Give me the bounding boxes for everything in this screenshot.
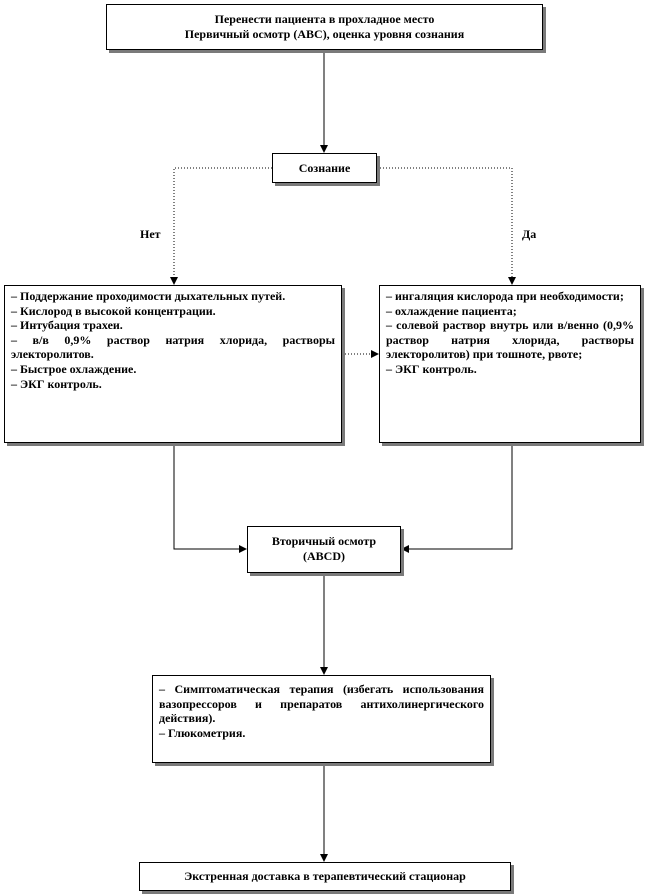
start-box: Перенести пациента в прохладное место Пе…	[106, 4, 543, 50]
list-item: – охлаждение пациента;	[386, 303, 517, 318]
therapy-box: – Симптоматическая терапия (избегать исп…	[152, 675, 491, 763]
list-item: – Кислород в высокой концентрации.	[11, 303, 216, 318]
arrow-consciousness-to-yes	[377, 167, 516, 285]
delivery-label: Экстренная доставка в терапевтический ст…	[184, 869, 466, 883]
list-item: – Симптоматическая терапия (избегать исп…	[159, 682, 484, 726]
delivery-box: Экстренная доставка в терапевтический ст…	[139, 862, 511, 891]
branch-no-label: Нет	[140, 227, 161, 241]
list-item: – солевой раствор внутрь или в/венно (0,…	[386, 318, 634, 362]
start-line-1: Перенести пациента в прохладное место	[214, 12, 435, 26]
list-item: – в/в 0,9% раствор натрия хлорида, раств…	[11, 332, 335, 362]
branch-yes-label: Да	[522, 227, 537, 241]
list-item: – Глюкометрия.	[159, 725, 246, 740]
secondary-box: Вторичный осмотр (ABCD)	[247, 526, 401, 573]
list-item: – ингаляция кислорода при необходимости;	[386, 289, 624, 303]
secondary-line-1: Вторичный осмотр	[271, 534, 377, 548]
consciousness-box: Сознание	[272, 153, 377, 183]
list-item: – ЭКГ контроль.	[386, 361, 477, 376]
list-item: – Быстрое охлаждение.	[11, 361, 137, 376]
list-item: – ЭКГ контроль.	[11, 376, 102, 391]
consciousness-label: Сознание	[298, 161, 351, 175]
list-item: – Поддержание проходимости дыхательных п…	[11, 289, 286, 303]
arrow-left-to-secondary	[173, 444, 247, 553]
list-item: – Интубация трахеи.	[11, 318, 123, 333]
arrow-right-to-secondary	[401, 444, 513, 553]
start-line-2: Первичный осмотр (ABC), оценка уровня со…	[184, 27, 465, 41]
arrow-consciousness-to-no	[170, 167, 272, 285]
left-actions-box: – Поддержание проходимости дыхательных п…	[4, 285, 342, 443]
right-actions-box: – ингаляция кислорода при необходимости;…	[379, 285, 641, 443]
secondary-line-2: (ABCD)	[303, 549, 345, 563]
